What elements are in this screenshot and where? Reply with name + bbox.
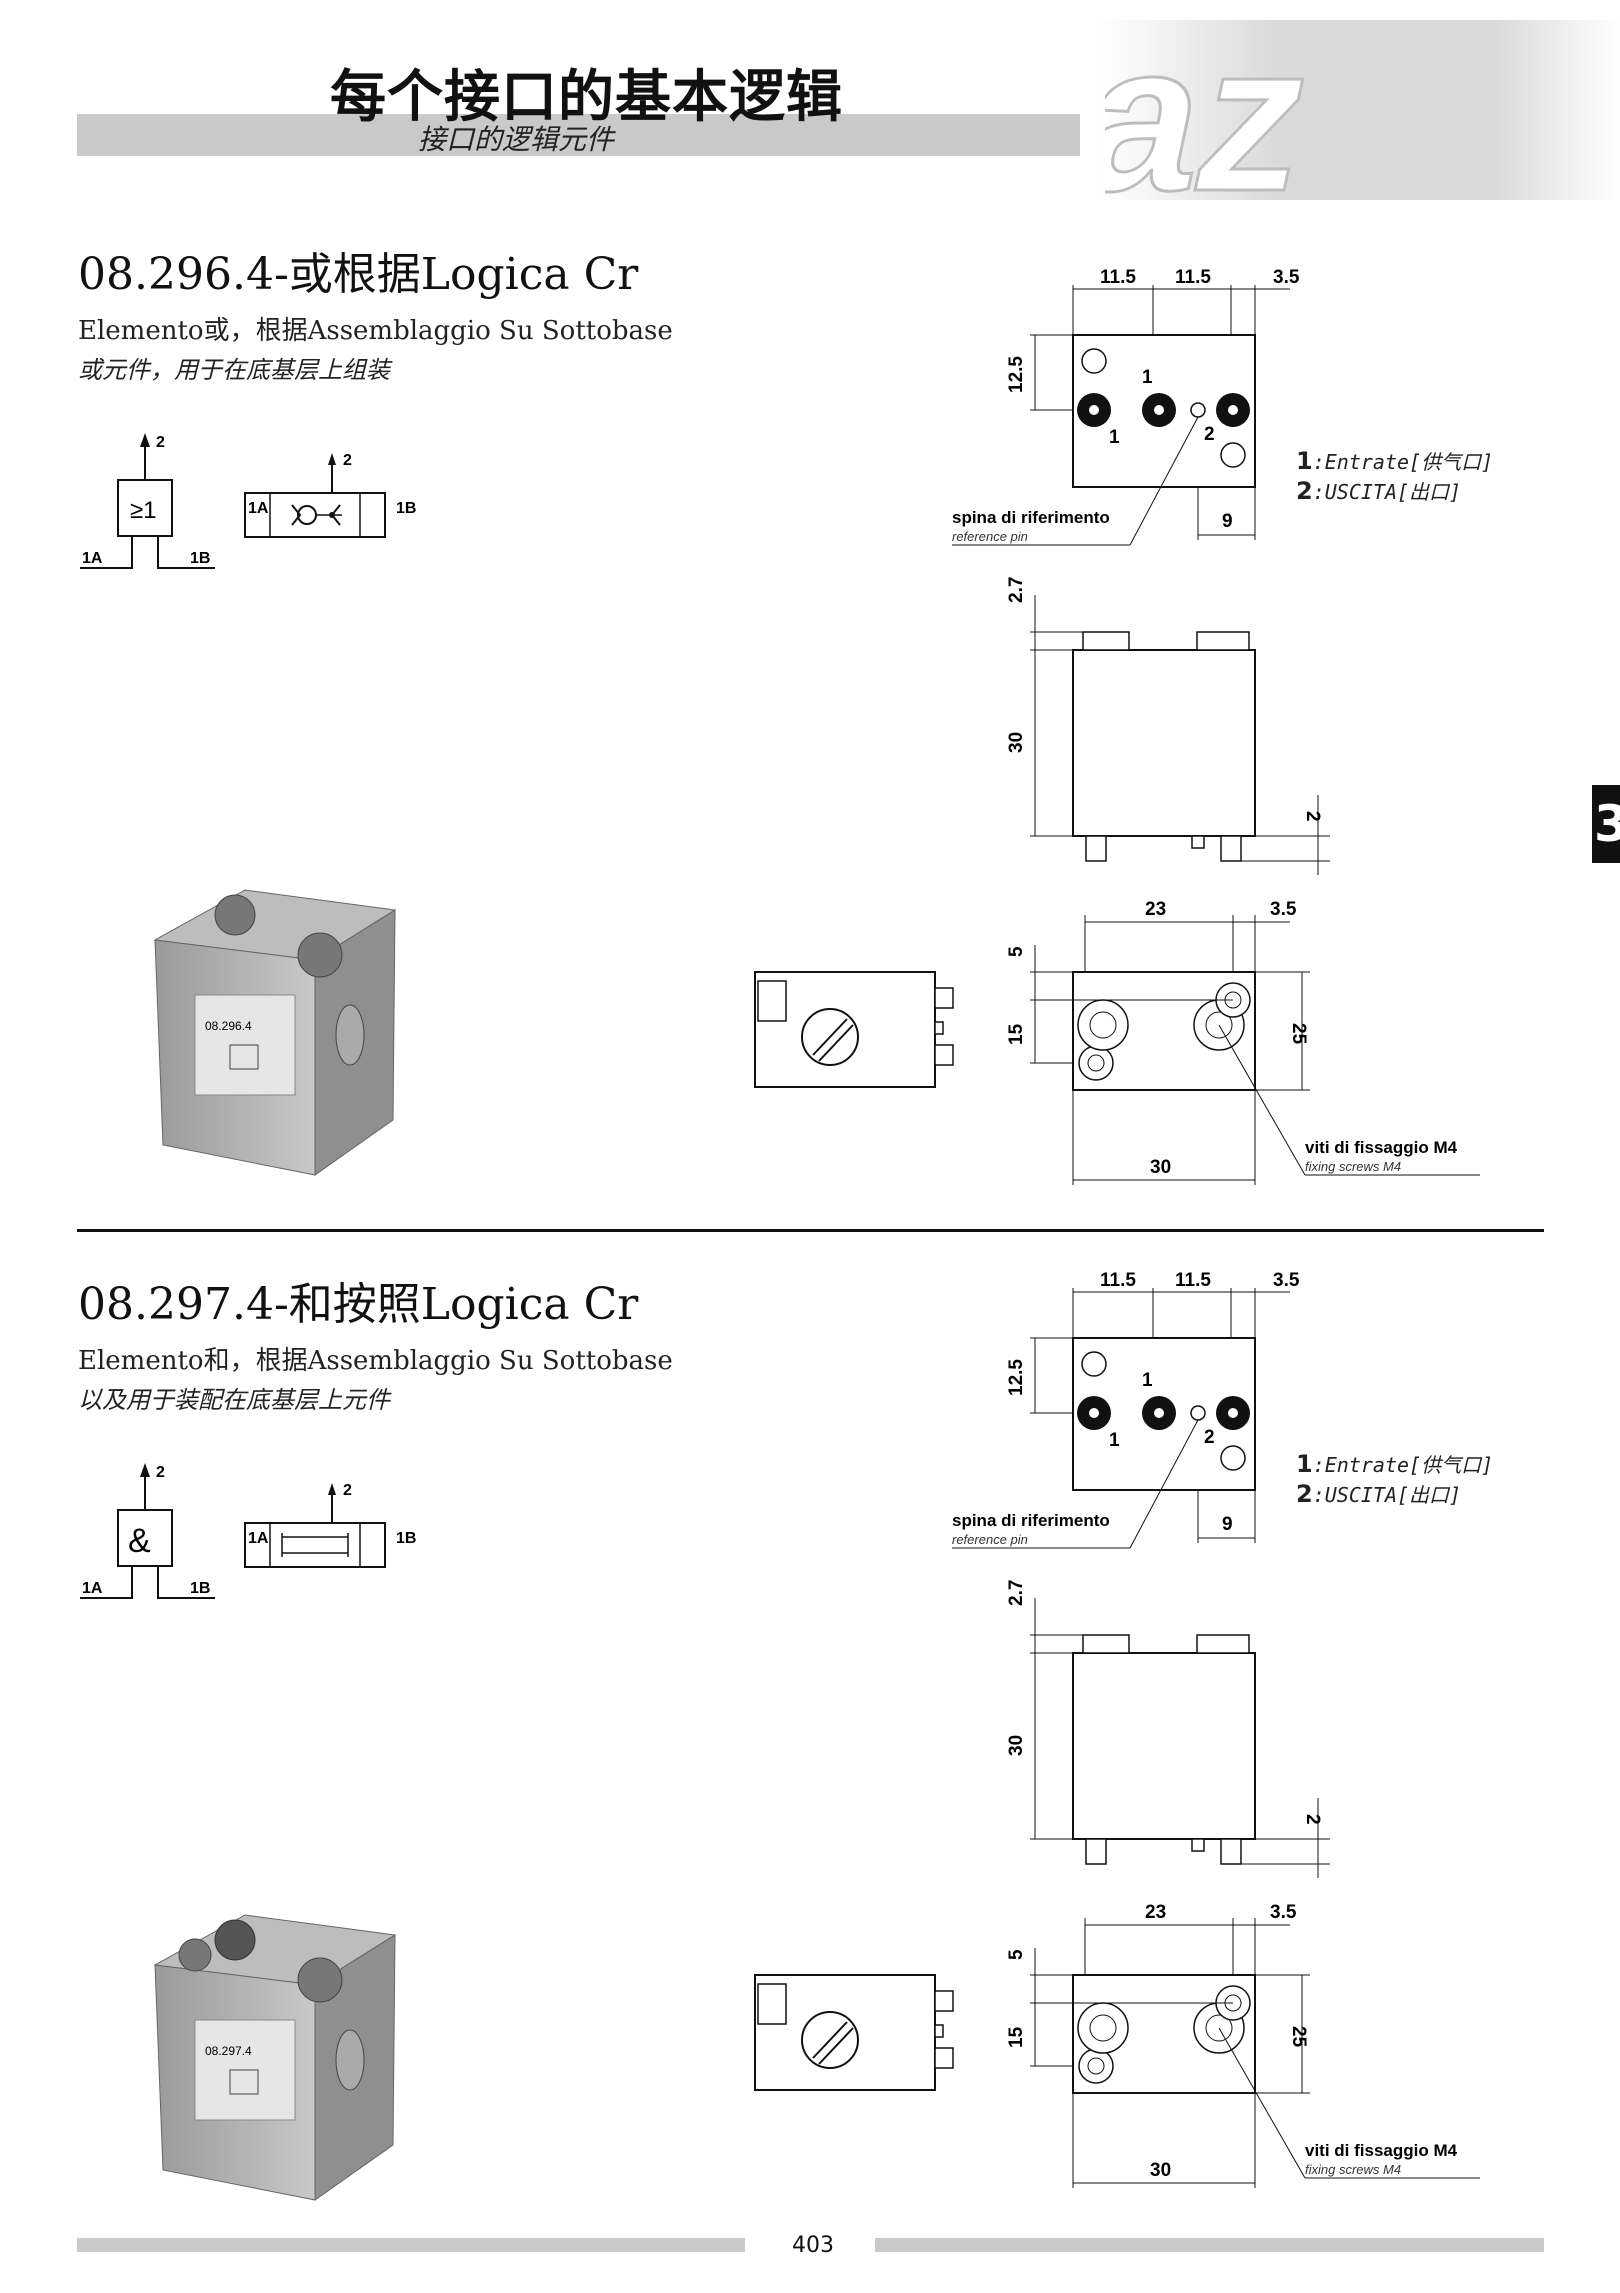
section-1-symbol-out: 2	[156, 434, 165, 451]
section-1-product-photo: 08.296.4	[153, 889, 397, 1176]
s1-dim-12-5: 12.5	[1006, 356, 1027, 393]
section-2-legend-1: 1:Entrate[供气口]	[1296, 1450, 1494, 1478]
section-2-side-view: 2.7 30 2	[1006, 1580, 1330, 1878]
s1-port-1-bottom: 1	[1109, 427, 1120, 448]
section-1-top-view: 11.5 11.5 3.5 12.5 1 1 2 spina di riferi…	[952, 267, 1300, 546]
section-1-bottom-view: 23 3.5 5 15 25 30 viti di fissaggio M4 f…	[754, 899, 1480, 1185]
section-2-product-photo: 08.297.4	[153, 1914, 397, 2201]
s1-dim-2-7: 2.7	[1006, 577, 1027, 603]
page-number: 403	[792, 2233, 834, 2258]
az-logo: az	[1105, 25, 1334, 200]
section-2-subtitle-it: Elemento和，根据Assemblaggio Su Sottobase	[78, 1346, 673, 1376]
page-title: 每个接口的基本逻辑	[330, 65, 843, 130]
s2-pin-label-en: reference pin	[952, 1532, 1028, 1547]
s1-pin-label-en: reference pin	[952, 529, 1028, 544]
s1-dim-11-5b: 11.5	[1175, 267, 1211, 288]
s1-dim-3-5-b: 3.5	[1270, 899, 1297, 920]
section-2-subtitle-cn: 以及用于装配在底基层上元件	[78, 1386, 390, 1414]
page-subtitle: 接口的逻辑元件	[418, 123, 615, 156]
section-2-valve-in-a: 1A	[248, 1530, 269, 1547]
header-logo-band	[1100, 20, 1620, 200]
chapter-tab: 3	[1592, 785, 1620, 863]
section-1-legend-1: 1:Entrate[供气口]	[1296, 447, 1494, 475]
s1-dim-11-5a: 11.5	[1100, 267, 1136, 288]
s1-port-1-top: 1	[1142, 367, 1153, 388]
s1-dim-25: 25	[1288, 1023, 1309, 1045]
section-2-photo-label: 08.297.4	[205, 2044, 252, 2058]
s1-dim-23: 23	[1145, 899, 1166, 920]
section-2-symbol-in-b: 1B	[190, 1580, 210, 1597]
header-bar	[77, 114, 1080, 156]
s1-screw-label-en: fixing screws M4	[1305, 1159, 1401, 1174]
s2-dim-2-7: 2.7	[1006, 1580, 1027, 1606]
section-2-title: 08.297.4-和按照Logica Cr	[78, 1279, 639, 1330]
s2-dim-25: 25	[1288, 2026, 1309, 2048]
s1-screw-label: viti di fissaggio M4	[1305, 1138, 1458, 1157]
section-2-symbol-out: 2	[156, 1464, 165, 1481]
footer-bar-right	[875, 2238, 1544, 2252]
s2-port-1-bottom: 1	[1109, 1430, 1120, 1451]
s1-dim-5: 5	[1006, 946, 1027, 957]
s1-pin-label: spina di riferimento	[952, 508, 1110, 527]
section-2-technical-drawing: 11.5 11.5 3.5 12.5 1 1 2 spina di riferi…	[754, 1270, 1480, 2188]
s2-port-2: 2	[1204, 1427, 1215, 1448]
section-1-side-view: 2.7 30 2	[1006, 577, 1330, 875]
section-1-symbol-glyph: ≥1	[130, 497, 157, 524]
s1-dim-2: 2	[1302, 811, 1323, 822]
s1-dim-15: 15	[1006, 1023, 1027, 1045]
footer-bar-left	[77, 2238, 745, 2252]
s2-pin-label: spina di riferimento	[952, 1511, 1110, 1530]
section-1-logic-symbols: 2 ≥1 1A 1B 2 1A 1B	[80, 433, 416, 569]
section-1-valve-in-b: 1B	[396, 500, 416, 517]
section-2-symbol-in-a: 1A	[82, 1580, 103, 1597]
s1-dim-30-v: 30	[1006, 732, 1027, 753]
section-1-symbol-in-a: 1A	[82, 550, 103, 567]
section-2-legend-2: 2:USCITA[出口]	[1296, 1480, 1462, 1508]
s2-dim-23: 23	[1145, 1902, 1166, 1923]
section-1-subtitle-it: Elemento或，根据Assemblaggio Su Sottobase	[78, 316, 673, 346]
section-1-technical-drawing: 11.5 11.5 3.5 12.5 1 1 2 spina di riferi…	[754, 267, 1480, 1185]
section-1-photo-label: 08.296.4	[205, 1019, 252, 1033]
s2-dim-3-5-b: 3.5	[1270, 1902, 1297, 1923]
s2-dim-30-v: 30	[1006, 1735, 1027, 1756]
section-divider	[77, 1229, 1544, 1232]
section-1-legend-2: 2:USCITA[出口]	[1296, 477, 1462, 505]
s2-dim-9: 9	[1222, 1514, 1233, 1535]
s2-dim-5: 5	[1006, 1949, 1027, 1960]
section-1-subtitle-cn: 或元件，用于在底基层上组装	[78, 356, 390, 384]
s2-dim-30-h: 30	[1150, 2160, 1171, 2181]
section-2-logic-symbols: 2 & 1A 1B 2 1A 1B	[80, 1463, 416, 1599]
s1-dim-3-5: 3.5	[1273, 267, 1300, 288]
section-1-title: 08.296.4-或根据Logica Cr	[78, 249, 639, 300]
section-1-valve-in-a: 1A	[248, 500, 269, 517]
s2-screw-label: viti di fissaggio M4	[1305, 2141, 1458, 2160]
s1-dim-9: 9	[1222, 511, 1233, 532]
s1-dim-30-h: 30	[1150, 1157, 1171, 1178]
s2-screw-label-en: fixing screws M4	[1305, 2162, 1401, 2177]
s2-dim-3-5: 3.5	[1273, 1270, 1300, 1291]
section-1-valve-out: 2	[343, 452, 352, 469]
s2-port-1-top: 1	[1142, 1370, 1153, 1391]
section-2-valve-in-b: 1B	[396, 1530, 416, 1547]
section-1-symbol-in-b: 1B	[190, 550, 210, 567]
section-2-top-view: 11.5 11.5 3.5 12.5 1 1 2 spina di riferi…	[952, 1270, 1300, 1549]
s2-dim-11-5a: 11.5	[1100, 1270, 1136, 1291]
s2-dim-12-5: 12.5	[1006, 1359, 1027, 1396]
s1-port-2: 2	[1204, 424, 1215, 445]
section-2-bottom-view: 23 3.5 5 15 25 30 viti di fissaggio M4 f…	[754, 1902, 1480, 2188]
s2-dim-11-5b: 11.5	[1175, 1270, 1211, 1291]
az-logo-text: az	[1105, 25, 1332, 200]
section-2-symbol-glyph: &	[128, 1522, 151, 1560]
s2-dim-2: 2	[1302, 1814, 1323, 1825]
s2-dim-15: 15	[1006, 2026, 1027, 2048]
section-2-valve-out: 2	[343, 1482, 352, 1499]
